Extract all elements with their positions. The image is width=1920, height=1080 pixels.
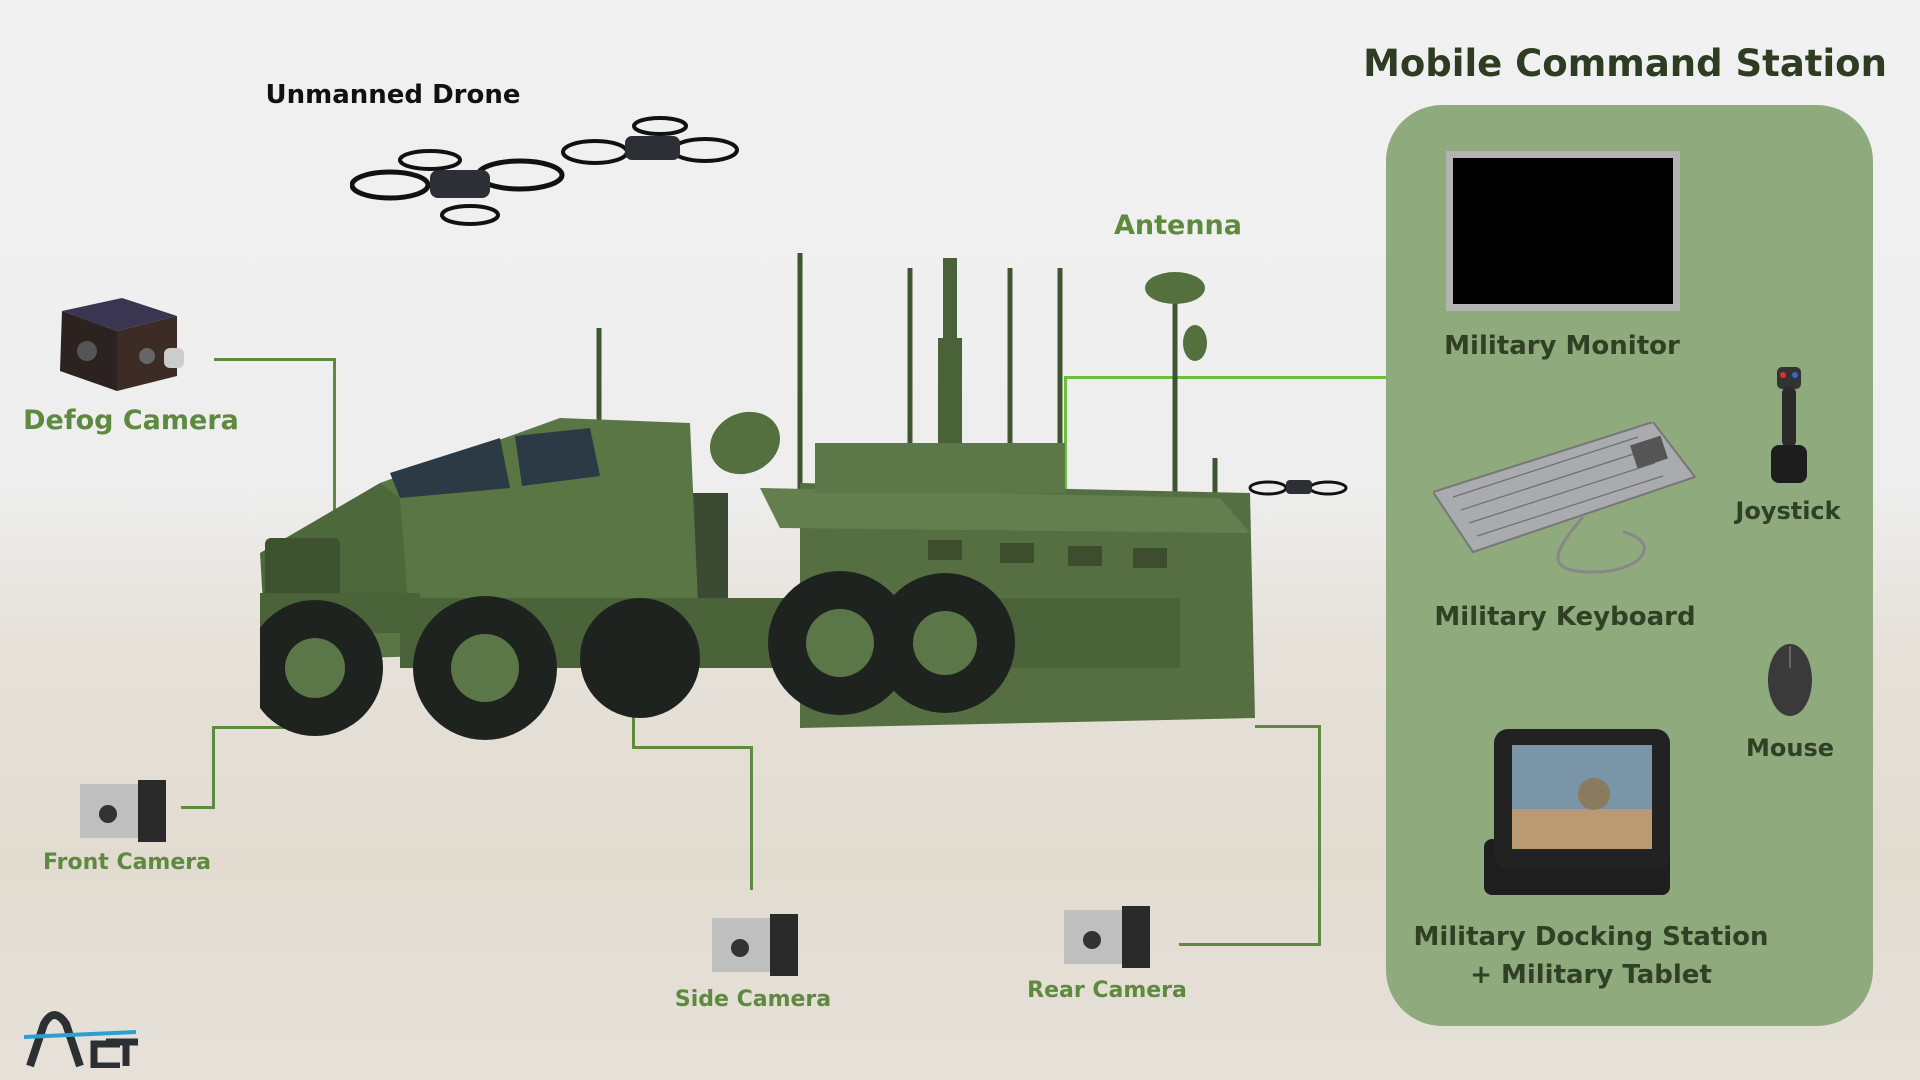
joystick-label: Joystick <box>1735 497 1841 525</box>
drone-label: Unmanned Drone <box>265 80 521 110</box>
military-monitor-image <box>1446 151 1680 311</box>
mouse-image <box>1768 644 1812 716</box>
defog-connector <box>214 358 336 361</box>
drone-icon <box>1248 480 1348 496</box>
front-connector <box>212 726 215 809</box>
antenna-label: Antenna <box>1114 210 1242 241</box>
tablet-docking-image <box>1484 729 1670 895</box>
side-connector <box>750 746 753 890</box>
side-camera-image <box>712 914 798 976</box>
defog-connector <box>333 358 336 594</box>
monitor-label: Military Monitor <box>1444 331 1680 361</box>
front-camera-label: Front Camera <box>43 850 211 875</box>
rear-connector <box>1255 725 1321 728</box>
rear-camera-image <box>1064 906 1150 968</box>
side-connector <box>632 746 753 749</box>
front-connector <box>212 726 294 729</box>
rear-connector <box>1179 943 1321 946</box>
military-keyboard-image <box>1433 422 1697 574</box>
rear-camera-label: Rear Camera <box>1027 978 1187 1003</box>
joystick-image <box>1771 367 1807 483</box>
station-title: Mobile Command Station <box>1363 42 1887 85</box>
drone-icon <box>350 149 565 226</box>
docking-label-line1: Military Docking Station <box>1413 922 1769 952</box>
rear-connector <box>1318 725 1321 946</box>
mouse-label: Mouse <box>1745 734 1835 762</box>
command-truck-image <box>260 253 1255 740</box>
antenna-connector <box>1065 376 1387 379</box>
keyboard-label: Military Keyboard <box>1434 602 1696 632</box>
front-connector <box>181 806 215 809</box>
side-camera-label: Side Camera <box>674 987 832 1012</box>
drone-icon <box>561 116 739 165</box>
defog-camera-image <box>60 298 184 391</box>
front-camera-image <box>80 780 166 842</box>
docking-label-line2: + Military Tablet <box>1470 960 1712 990</box>
act-logo <box>23 1011 138 1068</box>
command-station-panel: Military Monitor Military Keyboard Joyst… <box>1386 105 1873 1026</box>
defog-camera-label: Defog Camera <box>23 405 239 436</box>
